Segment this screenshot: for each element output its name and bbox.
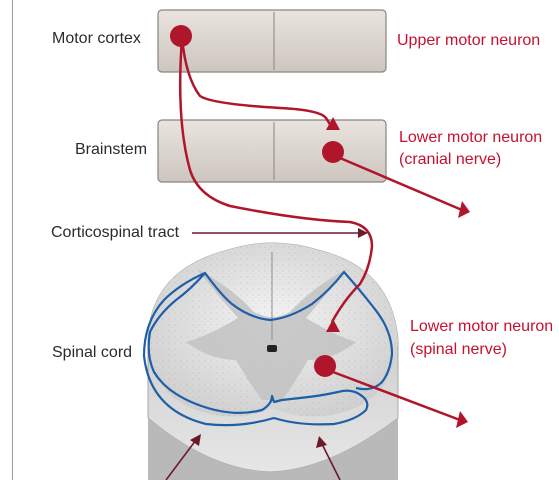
lower-motor-neuron-cranial-label-line1: Lower motor neuron [399, 127, 542, 149]
lower-motor-neuron-spinal-label-line1: Lower motor neuron [410, 316, 553, 338]
spinal-cord-cross-section [148, 243, 398, 480]
spinal-cord-label: Spinal cord [52, 344, 132, 362]
upper-motor-neuron-cell-body [170, 25, 192, 47]
upper-motor-neuron-label: Upper motor neuron [397, 30, 540, 52]
lower-motor-neuron-spinal-label-line2: (spinal nerve) [410, 339, 507, 361]
corticospinal-tract-arrow [192, 228, 368, 238]
lower-motor-neuron-cranial-cell-body [322, 141, 344, 163]
motor-cortex-slab [158, 10, 386, 72]
lower-motor-neuron-cranial-label-line2: (cranial nerve) [399, 149, 501, 171]
brainstem-label: Brainstem [75, 141, 147, 159]
corticospinal-tract-label: Corticospinal tract [51, 224, 179, 242]
motor-cortex-label: Motor cortex [52, 30, 141, 48]
lower-motor-neuron-spinal-cell-body [314, 355, 336, 377]
